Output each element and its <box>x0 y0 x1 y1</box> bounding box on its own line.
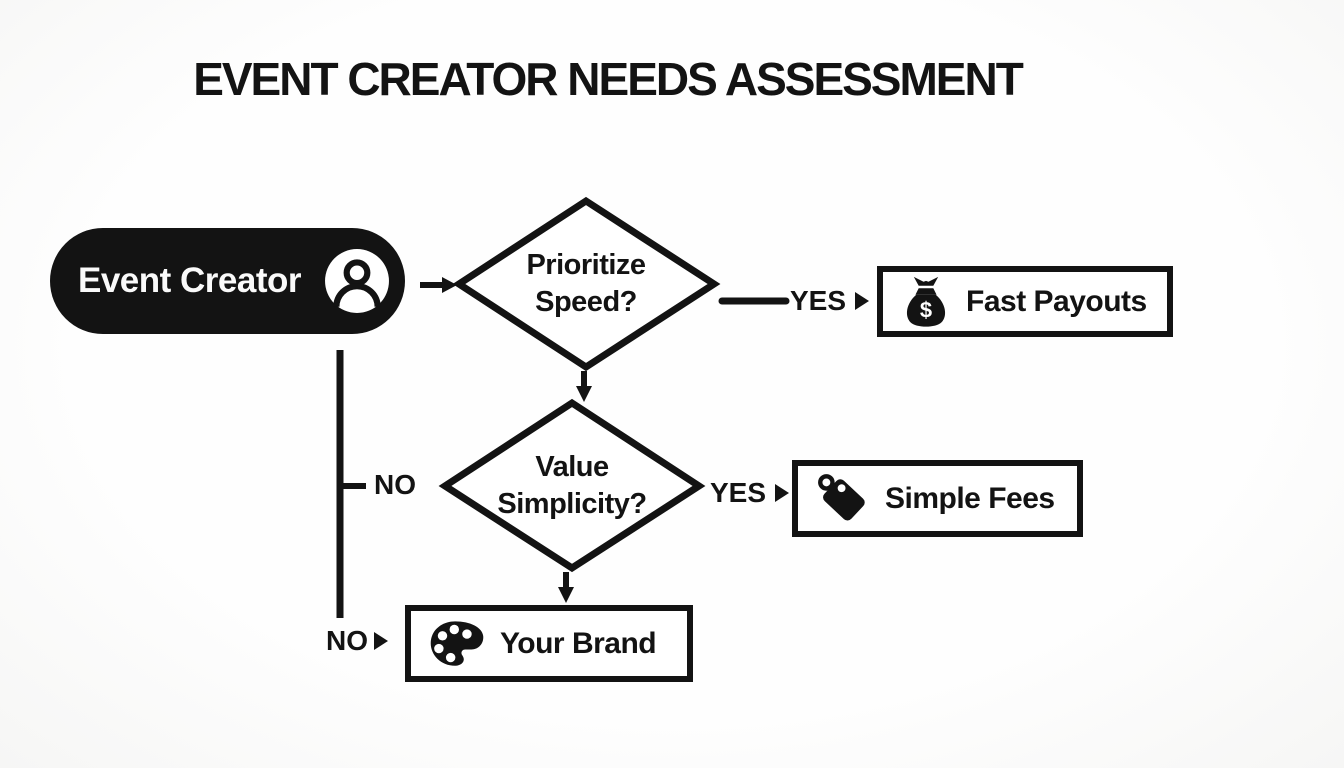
decision-simplicity-shape <box>438 398 706 573</box>
outcome-your-brand-label: Your Brand <box>500 626 657 660</box>
connector-simplicity-to-brand <box>558 572 574 603</box>
decision-simplicity-line2: Simplicity? <box>497 488 647 520</box>
edge-label-brand-no: NO <box>326 626 388 656</box>
outcome-your-brand: Your Brand <box>405 605 693 682</box>
start-node-label: Event Creator <box>78 261 302 300</box>
connector-speed-no <box>336 350 366 618</box>
outcome-fast-payouts-label: Fast Payouts <box>966 284 1147 318</box>
money-bag-icon: $ <box>906 276 946 327</box>
outcome-simple-fees: Simple Fees <box>792 460 1083 537</box>
outcome-simple-fees-label: Simple Fees <box>885 481 1055 515</box>
connector-speed-to-simplicity <box>576 371 592 402</box>
decision-speed-label: Prioritize Speed? <box>486 247 686 321</box>
decision-speed-line1: Prioritize <box>526 249 646 281</box>
edge-label-speed-yes-text: YES <box>790 285 847 316</box>
arrowhead-right-icon <box>775 484 790 502</box>
decision-speed-shape <box>452 196 721 372</box>
start-node-event-creator: Event Creator <box>50 228 405 334</box>
edge-label-brand-no-text: NO <box>326 625 368 656</box>
svg-text:$: $ <box>920 297 932 322</box>
edge-label-simplicity-yes-text: YES <box>710 477 767 508</box>
arrowhead-right-icon <box>374 632 388 650</box>
decision-simplicity-line1: Value <box>535 451 609 483</box>
decision-speed-line2: Speed? <box>535 286 637 318</box>
palette-icon <box>430 620 484 666</box>
arrowhead-right-icon <box>855 292 870 310</box>
edge-label-speed-no-text: NO <box>374 469 416 500</box>
edge-label-simplicity-yes: YES <box>710 477 790 509</box>
decision-simplicity-label: Value Simplicity? <box>452 449 692 523</box>
person-circle-icon <box>325 249 389 313</box>
connector-start-to-speed <box>420 277 457 293</box>
edge-label-speed-no: NO <box>374 470 416 500</box>
edge-label-speed-yes: YES <box>790 285 870 317</box>
outcome-fast-payouts: $ Fast Payouts <box>877 266 1173 337</box>
page-title: EVENT CREATOR NEEDS ASSESSMENT <box>193 53 1024 105</box>
price-tag-icon <box>818 473 865 520</box>
